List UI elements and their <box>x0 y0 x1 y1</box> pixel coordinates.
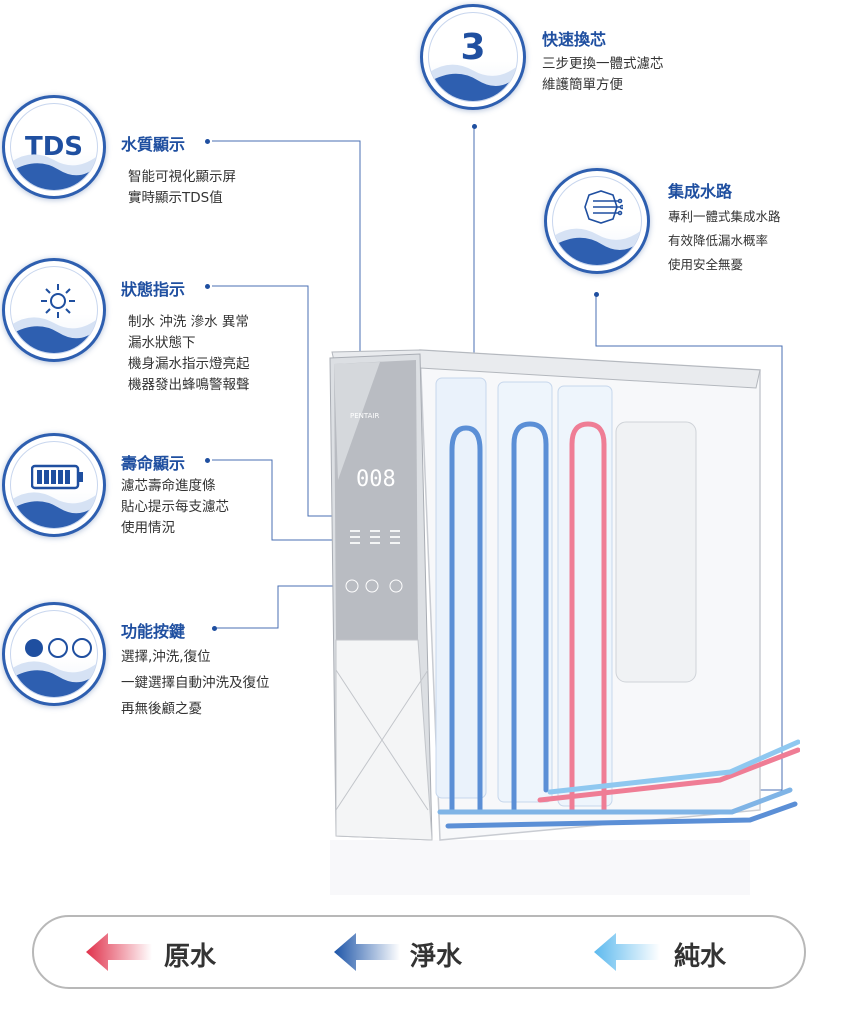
buttons-title: 功能按鍵 <box>121 622 186 641</box>
wave-icon <box>553 228 641 265</box>
tds-dot <box>205 139 210 144</box>
buttons-desc: 選擇,沖洗,復位 一鍵選擇自動沖洗及復位 再無後顧之憂 <box>121 649 270 717</box>
life-badge <box>2 433 106 537</box>
tds-title: 水質顯示 <box>121 135 186 154</box>
brand-logo: PENTAIR <box>350 412 379 420</box>
clean-water-arrow-icon <box>334 933 400 971</box>
waterway-dot <box>594 292 599 297</box>
life-title: 壽命顯示 <box>121 454 186 473</box>
tds-desc: 智能可視化顯示屏 實時顯示TDS值 <box>128 169 236 206</box>
quick-change-title: 快速換芯 <box>542 30 607 49</box>
buttons-badge <box>2 602 106 706</box>
status-desc: 制水 沖洗 滲水 異常 漏水狀態下 機身漏水指示燈亮起 機器發出蜂鳴警報聲 <box>128 314 250 393</box>
pure-water-label: 純水 <box>674 942 727 972</box>
waterway-desc: 專利一體式集成水路 有效降低漏水概率 使用安全無憂 <box>668 209 781 272</box>
wave-icon <box>429 64 517 101</box>
waterway-badge <box>544 168 650 274</box>
wave-icon <box>11 661 97 697</box>
clean-water-label: 淨水 <box>410 942 463 972</box>
raw-water-label: 原水 <box>164 942 217 972</box>
buttons-dot <box>212 626 217 631</box>
status-badge <box>2 258 106 362</box>
tds-badge: TDS <box>2 95 106 199</box>
raw-water-arrow-icon <box>86 933 152 971</box>
quick-change-dot <box>472 124 477 129</box>
battery-icon <box>31 464 83 490</box>
quick-change-badge: 3 <box>420 4 526 110</box>
status-title: 狀態指示 <box>121 280 186 299</box>
wave-icon <box>11 492 97 528</box>
waterway-title: 集成水路 <box>668 182 733 201</box>
pure-water-arrow-icon <box>594 933 660 971</box>
tds-readout: 008 <box>356 467 396 492</box>
life-desc: 濾芯壽命進度條 貼心提示每支濾芯 使用情況 <box>121 478 229 536</box>
status-dot <box>205 284 210 289</box>
wave-icon <box>11 317 97 353</box>
circuit-icon <box>584 190 623 224</box>
three-circles-icon <box>25 638 92 658</box>
wave-icon <box>11 154 97 190</box>
life-dot <box>205 458 210 463</box>
quick-change-number: 3 <box>460 27 486 68</box>
sun-icon <box>41 284 75 318</box>
purifier-illustration: PENTAIR 008 <box>320 340 801 900</box>
quick-change-desc: 三步更換一體式濾芯 維護簡單方便 <box>542 56 664 93</box>
water-type-legend: 原水 淨水 純水 <box>32 915 806 989</box>
